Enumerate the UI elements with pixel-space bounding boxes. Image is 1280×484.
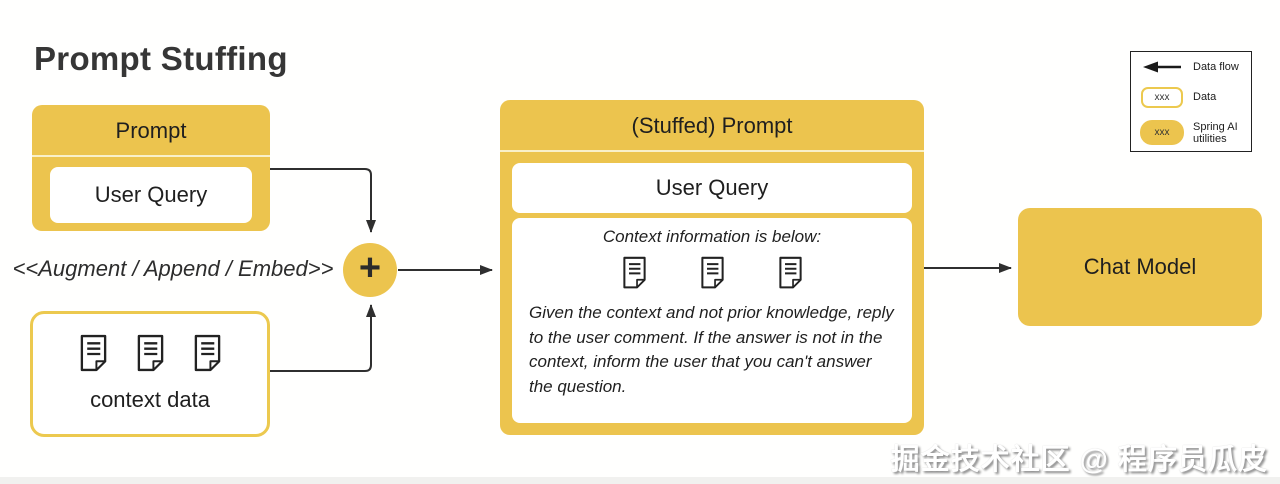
spring-ai-sample-box-icon: xxx — [1140, 120, 1184, 145]
document-icon — [699, 254, 726, 292]
prompt-box: Prompt User Query — [32, 105, 270, 231]
page-title: Prompt Stuffing — [34, 40, 288, 77]
document-icon — [135, 333, 166, 374]
context-info-heading: Context information is below: — [602, 227, 822, 246]
stuffed-user-query-box: User Query — [512, 163, 912, 213]
legend-row-data-flow: Data flow — [1140, 60, 1247, 74]
data-sample-box-icon: xxx — [1140, 86, 1184, 108]
legend-row-spring-ai: xxx Spring AI utilities — [1140, 120, 1247, 145]
legend-label: Spring AI utilities — [1193, 120, 1238, 145]
legend-label: Data — [1193, 91, 1217, 103]
document-icon — [777, 254, 804, 292]
legend-row-data: xxx Data — [1140, 86, 1247, 108]
instruction-text: Given the context and not prior knowledg… — [529, 303, 894, 396]
legend-label: Data flow — [1193, 61, 1239, 73]
document-icons-row — [512, 254, 912, 292]
stuffed-prompt-box: (Stuffed) Prompt User Query Context info… — [500, 100, 924, 435]
document-icon — [621, 254, 648, 292]
document-icons-row — [33, 333, 267, 374]
prompt-box-header: Prompt — [32, 105, 270, 157]
arrow-left-icon — [1140, 60, 1184, 74]
context-info-box: Context information is below: Given the … — [512, 218, 912, 423]
augment-append-embed-label: <<Augment / Append / Embed>> — [12, 256, 334, 281]
document-icon — [78, 333, 109, 374]
context-data-label: context data — [90, 387, 210, 412]
plus-icon: + — [358, 246, 382, 289]
legend: Data flow xxx Data xxx Spring AI utiliti… — [1130, 51, 1252, 152]
combine-node: + — [343, 243, 397, 297]
watermark: 掘金技术社区 @ 程序员瓜皮 — [890, 444, 1268, 476]
context-data-box: context data — [30, 311, 270, 437]
stuffed-prompt-header: (Stuffed) Prompt — [500, 100, 924, 152]
user-query-box: User Query — [50, 167, 252, 223]
arrow-prompt-to-plus — [270, 168, 376, 233]
chat-model-box: Chat Model — [1018, 208, 1262, 326]
bottom-strip — [0, 477, 1280, 484]
arrow-context-to-plus — [270, 304, 376, 372]
document-icon — [192, 333, 223, 374]
